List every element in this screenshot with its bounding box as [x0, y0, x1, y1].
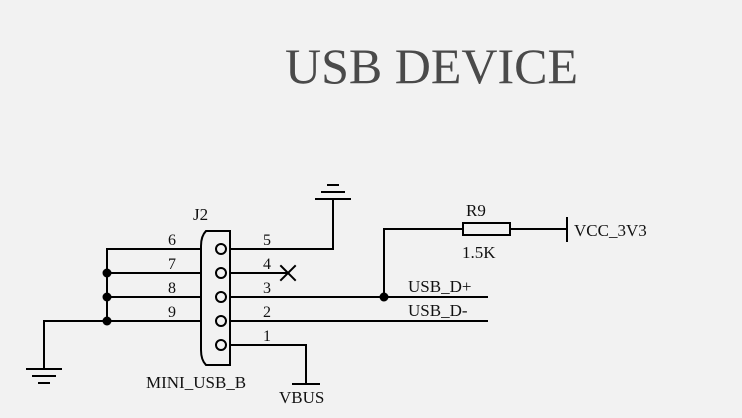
vcc-net-label: VCC_3V3 — [574, 221, 647, 240]
pin-number-1: 1 — [263, 328, 271, 345]
ground-symbol-left — [26, 320, 62, 384]
connector-part-label: MINI_USB_B — [146, 373, 246, 392]
connector-pin-circle — [215, 315, 227, 327]
pin-number-3: 3 — [263, 280, 271, 297]
resistor-r9 — [462, 222, 511, 236]
vbus-net-label: VBUS — [279, 388, 324, 407]
sheet-title: USB DEVICE — [285, 38, 578, 94]
pin-number-7: 7 — [168, 256, 176, 273]
ground-symbol-top — [315, 184, 351, 200]
usb-d-minus-label: USB_D- — [408, 301, 468, 320]
junction-dot — [379, 292, 389, 302]
pin-number-9: 9 — [168, 304, 176, 321]
usb-d-plus-label: USB_D+ — [408, 277, 471, 296]
connector-pin-circle — [215, 291, 227, 303]
connector-pin-circle — [215, 243, 227, 255]
connector-pin-circle — [215, 339, 227, 351]
resistor-designator: R9 — [466, 201, 486, 220]
pin-number-2: 2 — [263, 304, 271, 321]
no-connect-icon — [279, 264, 297, 282]
connector-body — [200, 230, 231, 366]
resistor-value: 1.5K — [462, 243, 496, 262]
connector-pin-circle — [215, 267, 227, 279]
connector-designator: J2 — [193, 205, 208, 224]
pin-number-8: 8 — [168, 280, 176, 297]
junction-dot — [102, 316, 112, 326]
junction-dot — [102, 292, 112, 302]
junction-dot — [102, 268, 112, 278]
connector-j2 — [200, 230, 231, 366]
pin-number-4: 4 — [263, 256, 271, 273]
pin-number-6: 6 — [168, 232, 176, 249]
pin-number-5: 5 — [263, 232, 271, 249]
